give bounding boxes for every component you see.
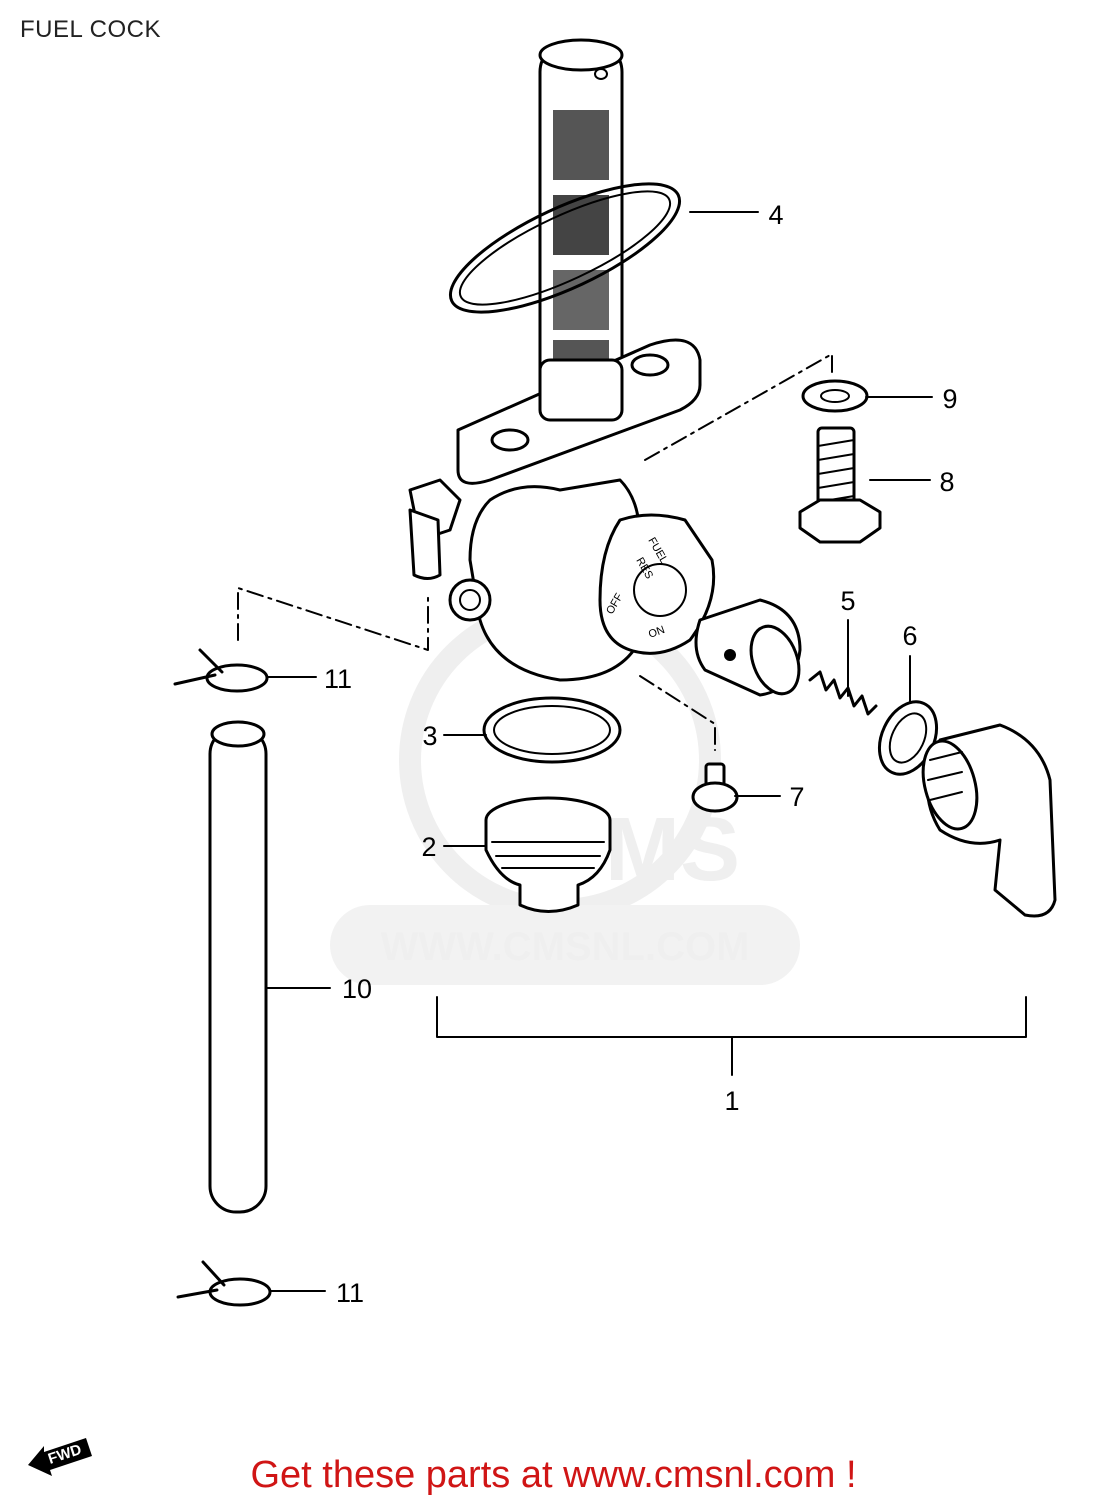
dial-mark-on: ON <box>647 624 667 641</box>
leader-lines <box>265 211 933 1292</box>
assembly-lines <box>237 353 833 751</box>
callout-3: 3 <box>422 721 437 751</box>
callout-2: 2 <box>421 832 436 862</box>
cock-body: FUEL RES ON OFF <box>408 478 716 682</box>
callout-11-lower: 11 <box>336 1278 364 1308</box>
spring <box>808 670 878 716</box>
callout-6: 6 <box>902 621 917 651</box>
callout-8: 8 <box>939 467 954 497</box>
assembly-bracket <box>436 996 1027 1076</box>
fuel-hose <box>208 720 268 1214</box>
diagram-title: FUEL COCK <box>20 16 161 43</box>
callout-7: 7 <box>789 782 804 812</box>
callout-10: 10 <box>342 974 372 1004</box>
body-seal <box>482 696 622 764</box>
callouts: 1 2 3 4 5 6 7 8 9 10 11 11 <box>324 200 958 1308</box>
gasket-inner <box>888 712 928 764</box>
bolt <box>798 426 882 544</box>
callout-9: 9 <box>942 384 957 414</box>
callout-5: 5 <box>840 586 855 616</box>
o-ring <box>448 182 682 314</box>
valve-spool <box>694 598 802 697</box>
footer-link[interactable]: Get these parts at www.cmsnl.com ! <box>250 1454 857 1496</box>
hose-clamp-lower <box>176 1260 272 1307</box>
washer <box>801 379 869 413</box>
callout-4: 4 <box>768 200 783 230</box>
cock-flange <box>456 338 702 485</box>
sediment-cup <box>484 796 612 913</box>
hose-clamp-upper <box>173 648 269 693</box>
callout-11-upper: 11 <box>324 664 352 694</box>
callout-1: 1 <box>724 1086 739 1116</box>
cock-lever <box>921 723 1057 918</box>
watermark-text: WWW.CMSNL.COM <box>381 925 750 969</box>
